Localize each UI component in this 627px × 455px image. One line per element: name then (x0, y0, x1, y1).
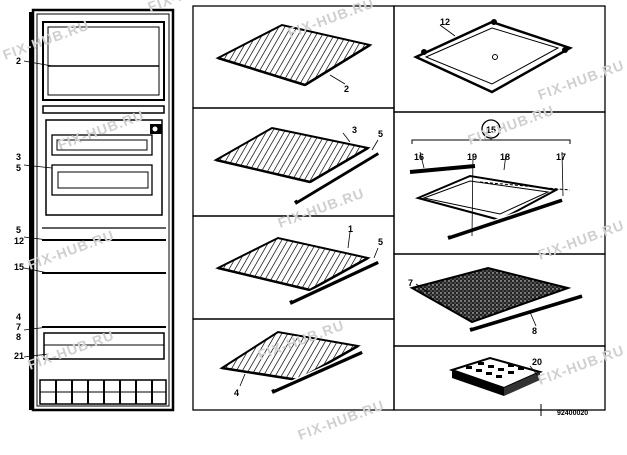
callout-2-freezer: 2 (16, 56, 21, 66)
part-wire-shelf-1: 1 5 (215, 224, 383, 305)
callout-5-trim-a: 5 (378, 129, 383, 139)
callout-18: 18 (500, 152, 510, 162)
drawing-code: 92400020 (557, 410, 588, 417)
watermark-8: FIX-HUB.RU (536, 217, 627, 263)
callout-7-fridge: 7 (16, 322, 21, 332)
freezer-compartment (42, 21, 165, 101)
callout-4-shelf: 4 (234, 388, 239, 398)
fridge-shelves (42, 227, 166, 360)
callout-5-fridge: 5 (16, 163, 21, 173)
part-tray-frame-12: 12 (413, 17, 574, 94)
divider-trim (42, 105, 165, 114)
callout-19: 19 (467, 152, 477, 162)
watermark-3: FIX-HUB.RU (536, 57, 627, 103)
callout-20-ice-tray: 20 (532, 357, 542, 367)
callout-12-fridge: 12 (14, 236, 24, 246)
fridge-callouts: 2 3 5 5 12 15 4 7 8 21 (14, 56, 24, 361)
part-wire-shelf-3: 3 5 (213, 125, 383, 205)
callout-3-fridge: 3 (16, 152, 21, 162)
callout-8-fridge: 8 (16, 332, 21, 342)
watermark-6: FIX-HUB.RU (466, 102, 557, 148)
part-wire-shelf-2: 2 (215, 23, 373, 94)
compressor-grille (39, 379, 167, 405)
callout-16: 16 (414, 152, 424, 162)
panel-frames (192, 5, 606, 411)
callout-5-trim-b: 5 (378, 237, 383, 247)
callout-17: 17 (556, 152, 566, 162)
callout-12-frame: 12 (440, 17, 450, 27)
callout-1-shelf: 1 (348, 224, 353, 234)
part-wire-shelf-4: 4 (219, 330, 365, 398)
callout-7-cover: 7 (408, 278, 413, 288)
callout-15-assembly: 15 (486, 125, 496, 135)
part-glass-shelf-assembly-15: 15 16 19 18 17 (409, 119, 571, 240)
callout-8-trim: 8 (532, 326, 537, 336)
callout-21-fridge: 21 (14, 351, 24, 361)
part-ice-tray-20: 20 (448, 356, 543, 396)
callout-4-fridge: 4 (16, 312, 21, 322)
part-glass-cover-7: 7 8 (408, 266, 585, 336)
callout-15-fridge: 15 (14, 262, 24, 272)
callout-2-shelf: 2 (344, 84, 349, 94)
callout-5-fridge-lower: 5 (16, 225, 21, 235)
callout-3-shelf: 3 (352, 125, 357, 135)
watermark-11: FIX-HUB.RU (536, 342, 627, 388)
fridge-leader-lines (23, 60, 53, 358)
watermark-12: FIX-HUB.RU (296, 397, 387, 443)
chiller-compartment (45, 119, 163, 216)
